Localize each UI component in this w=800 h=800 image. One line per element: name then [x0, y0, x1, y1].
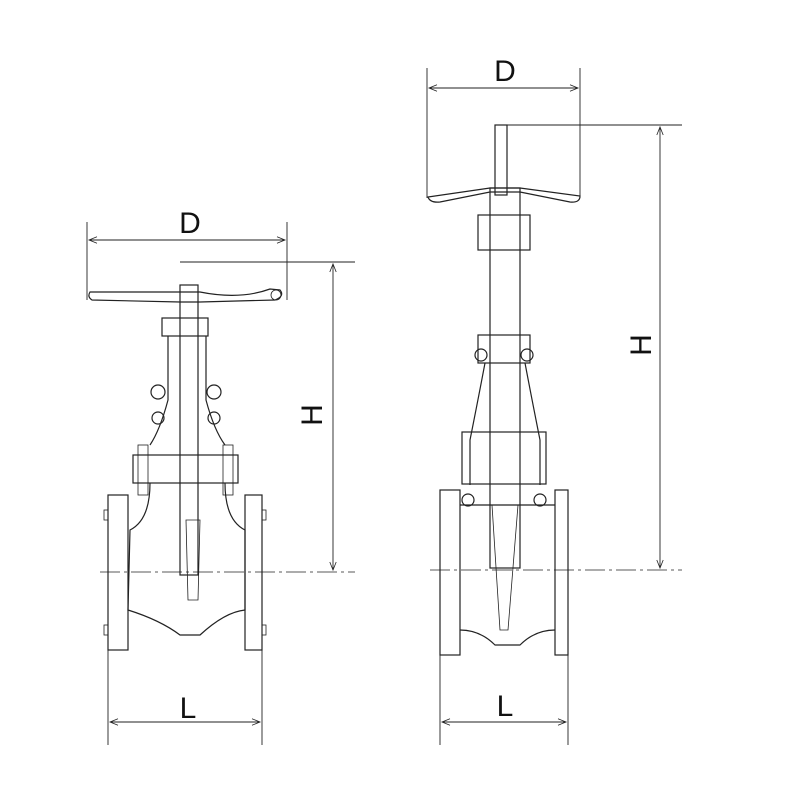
right-width-label: D — [494, 55, 516, 88]
left-height-label: H — [296, 404, 329, 426]
right-height-label: H — [625, 334, 658, 356]
left-length-label: L — [180, 692, 197, 725]
right-valve — [426, 68, 682, 745]
left-valve — [86, 222, 355, 745]
right-length-label: L — [497, 690, 514, 723]
left-width-label: D — [179, 207, 201, 240]
